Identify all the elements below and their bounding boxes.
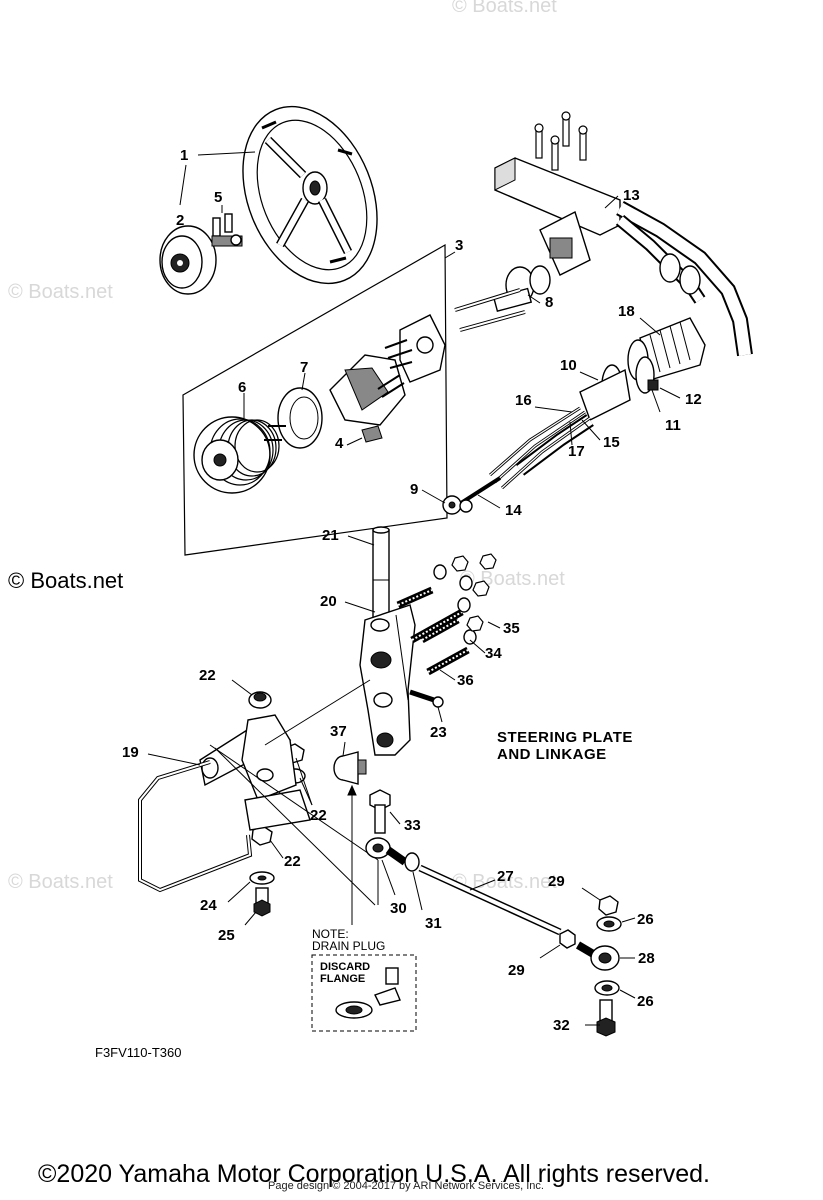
drain-plug-note: NOTE: DRAIN PLUG DISCARD FLANGE [311,927,417,1032]
cable-boot[interactable] [627,317,706,381]
callout-31: 31 [425,915,442,932]
note-flange: FLANGE [320,973,365,985]
tie-rod-end[interactable] [442,476,502,515]
diagram-title-line2: AND LINKAGE [497,746,607,763]
mounting-bolts[interactable] [534,111,588,171]
callout-12: 12 [685,391,702,408]
note-drain-plug: DRAIN PLUG [312,939,385,953]
assembly-lines [209,679,379,925]
steering-shaft[interactable] [372,526,390,626]
callout-15: 15 [603,434,620,451]
callout-11: 11 [665,417,681,434]
steering-plate[interactable] [359,604,416,756]
callout-37: 37 [330,723,347,740]
steering-arm[interactable] [199,714,311,831]
diagram-title-line1: STEERING PLATE [497,729,633,746]
rod-end-right[interactable] [575,941,620,971]
callouts: 1 2 3 4 5 6 7 8 9 10 11 12 13 14 15 16 1… [122,147,702,1034]
callout-22-middle: 22 [310,807,327,824]
callout-6: 6 [238,379,246,396]
faint-watermark: © Boats.net [8,871,113,893]
callout-7: 7 [300,359,308,376]
rod-end-left[interactable] [365,837,420,872]
callout-3: 3 [455,237,463,254]
callout-5: 5 [214,189,222,206]
faint-watermark: © Boats.net [8,281,113,303]
cable-joint-assembly[interactable] [454,265,551,332]
callout-29-bottom: 29 [508,962,525,979]
steering-wheel-cap[interactable] [159,225,217,295]
copyright-notice: ©2020 Yamaha Motor Corporation U.S.A. Al… [38,1160,710,1188]
callout-30: 30 [390,900,407,917]
push-pull-cables[interactable] [489,406,591,490]
callout-29-top: 29 [548,873,565,890]
lower-washer-bolt[interactable] [249,871,275,917]
helm-pulley[interactable] [193,416,280,494]
callout-24: 24 [200,897,217,914]
helm-bushing-ring[interactable] [277,387,323,449]
page-design-credit: Page design © 2004-2017 by ARI Network S… [268,1180,544,1192]
callout-23: 23 [430,724,447,741]
callout-9: 9 [410,481,418,498]
callout-22-bottom: 22 [284,853,301,870]
note-label: NOTE: [312,927,349,941]
washers-and-nuts[interactable] [433,553,497,645]
callout-10: 10 [560,357,577,374]
helm-assembly-frame [182,243,448,556]
callout-17: 17 [568,443,585,460]
callout-18: 18 [618,303,635,320]
link-plate[interactable] [138,760,253,893]
steering-rod[interactable] [418,864,562,936]
studs[interactable] [396,586,470,676]
callout-33: 33 [404,817,421,834]
wheel-hardware[interactable] [211,213,243,247]
callout-20: 20 [320,593,337,610]
callout-27: 27 [497,868,514,885]
rod-washers[interactable] [594,916,622,996]
callout-34: 34 [485,645,502,662]
callout-26-bottom: 26 [637,993,654,1010]
callout-26-top: 26 [637,911,654,928]
steering-wheel[interactable] [218,86,402,303]
plate-bolt[interactable] [409,689,444,708]
callout-14: 14 [505,502,522,519]
leader-lines [147,151,681,1026]
callout-25: 25 [218,927,235,944]
helm-housing[interactable] [264,314,446,441]
helm-clip[interactable] [361,425,383,443]
rod-end-bolt[interactable] [596,999,616,1037]
callout-16: 16 [515,392,532,409]
steering-cable-bracket[interactable] [494,157,753,357]
callout-36: 36 [457,672,474,689]
faint-watermark: © Boats.net [452,871,557,893]
faint-watermark: © Boats.net [452,0,557,17]
callout-19: 19 [122,744,139,761]
rod-nuts[interactable] [559,895,619,949]
note-discard: DISCARD [320,961,370,973]
callout-28: 28 [638,950,655,967]
diagram-code: F3FV110-T360 [95,1045,181,1060]
callout-8: 8 [545,294,553,311]
callout-13: 13 [623,187,640,204]
callout-21: 21 [322,527,339,544]
callout-22-top: 22 [199,667,216,684]
rod-bolt[interactable] [369,789,391,834]
callout-35: 35 [503,620,520,637]
callout-1: 1 [180,147,188,164]
drain-plug[interactable] [333,751,367,785]
callout-2: 2 [176,212,184,229]
callout-4: 4 [335,435,344,452]
callout-32: 32 [553,1017,570,1034]
boats-net-watermark: © Boats.net [8,568,124,593]
